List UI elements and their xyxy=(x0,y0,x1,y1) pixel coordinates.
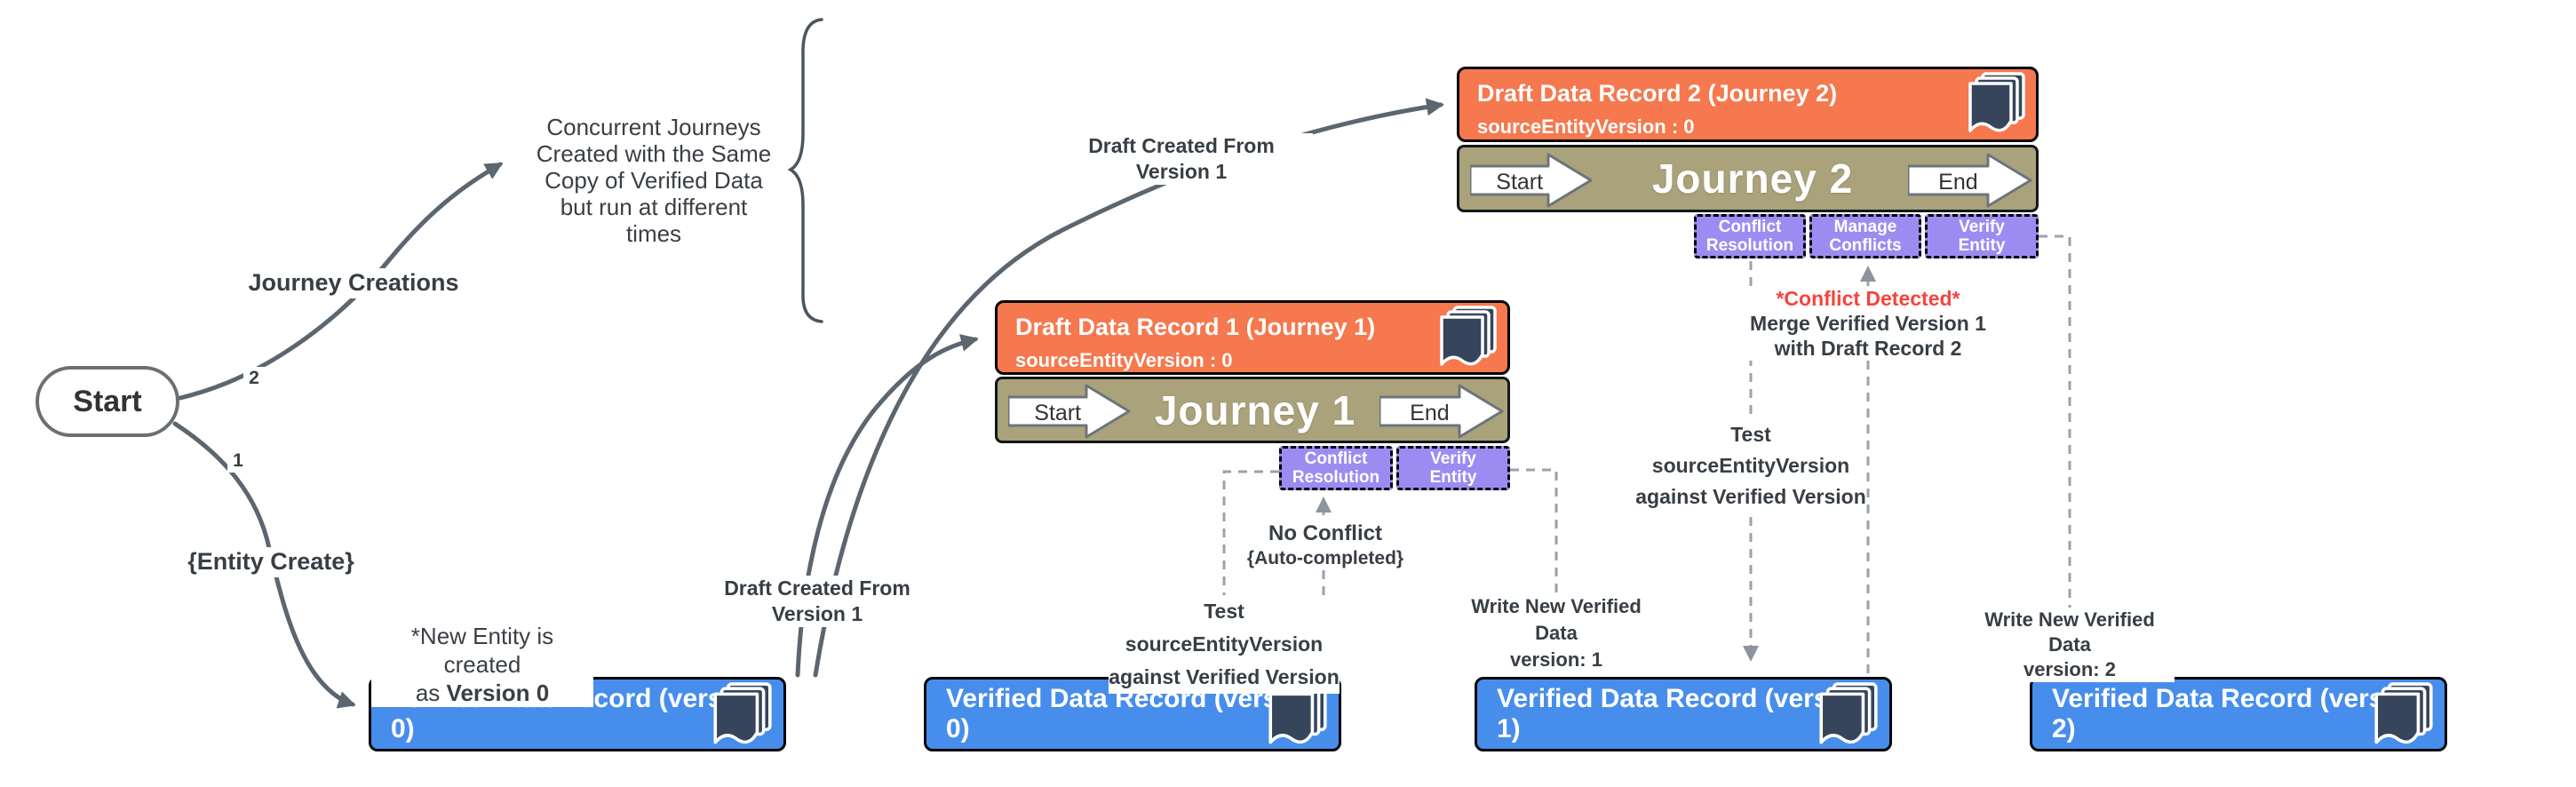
journey-1-step-verify-entity: Verify Entity xyxy=(1396,446,1510,490)
journey-1-end-arrow: End xyxy=(1378,384,1504,443)
conflict-detected-text: *Conflict Detected* xyxy=(1776,287,1960,310)
document-stack-icon xyxy=(713,682,772,744)
edge-label-draft-created-j2: Draft Created From Version 1 xyxy=(1050,133,1313,185)
connector-write-v2 xyxy=(2039,235,2078,662)
journey-1-start-arrow: Start xyxy=(1006,384,1131,443)
document-stack-icon xyxy=(1440,306,1497,366)
note-concurrent-journeys: Concurrent Journeys Created with the Sam… xyxy=(521,114,787,247)
journey-2-step-verify-entity: Verify Entity xyxy=(1925,214,2039,258)
journey-2-bar: Start Journey 2 End xyxy=(1457,145,2039,212)
note-new-entity: *New Entity is created as Version 0 xyxy=(371,622,593,707)
draft-record-2-title: Draft Data Record 2 (Journey 2) xyxy=(1477,80,1838,107)
draft-record-2-attribute: sourceEntityVersion : 0 xyxy=(1477,115,1695,138)
start-node: Start xyxy=(36,366,179,437)
edge-label-draft-created-j1: Draft Created From Version 1 xyxy=(686,576,949,627)
label-write-version-2: Write New Verified Data version: 2 xyxy=(1965,608,2174,682)
edge-number-2: 2 xyxy=(243,367,265,391)
draft-record-1-title: Draft Data Record 1 (Journey 1) xyxy=(1015,314,1376,340)
journey-2-end-arrow: End xyxy=(1906,153,2032,212)
draft-record-1-attribute: sourceEntityVersion : 0 xyxy=(1015,349,1233,371)
start-node-label: Start xyxy=(73,384,142,418)
label-conflict-detected: *Conflict Detected* Merge Verified Versi… xyxy=(1748,286,1988,361)
journey-1-end-label: End xyxy=(1410,401,1450,425)
curly-brace xyxy=(787,18,823,323)
document-stack-icon xyxy=(1268,682,1327,744)
document-stack-icon xyxy=(1968,72,2025,132)
document-stack-icon xyxy=(2374,682,2433,744)
journey-2-start-arrow: Start xyxy=(1468,153,1593,212)
verified-record-v2: Verified Data Record (version 2) xyxy=(2030,677,2447,751)
label-no-conflict: No Conflict {Auto-completed} xyxy=(1236,521,1414,571)
edge-number-1: 1 xyxy=(227,449,249,473)
journey-1-step-conflict-resolution: Conflict Resolution xyxy=(1279,446,1393,490)
journey-2-step-manage-conflicts: Manage Conflicts xyxy=(1809,214,1921,258)
verified-record-v1: Verified Data Record (version 1) xyxy=(1475,677,1892,751)
note-new-entity-line2: as Version 0 xyxy=(415,680,550,706)
label-test-source-j2: Test sourceEntityVersion against Verifie… xyxy=(1635,419,1866,513)
draft-record-1-box: Draft Data Record 1 (Journey 1) sourceEn… xyxy=(995,300,1510,375)
label-test-source-j1: Test sourceEntityVersion against Verifie… xyxy=(1109,595,1340,694)
edge-label-journey-creations: Journey Creations xyxy=(247,268,460,298)
journey-2-name: Journey 2 xyxy=(1651,155,1854,202)
journey-2-step-conflict-resolution: Conflict Resolution xyxy=(1694,214,1806,258)
journey-1-bar: Start Journey 1 End xyxy=(995,377,1510,443)
document-stack-icon xyxy=(1819,682,1878,744)
journey-1-name: Journey 1 xyxy=(1154,386,1356,433)
note-new-entity-line1: *New Entity is created xyxy=(410,623,554,678)
journey-1-start-label: Start xyxy=(1034,401,1082,425)
edge-label-entity-create: {Entity Create} xyxy=(164,547,378,577)
draft-record-2-box: Draft Data Record 2 (Journey 2) sourceEn… xyxy=(1457,67,2039,142)
journey-2-end-label: End xyxy=(1938,170,1978,195)
label-write-version-1: Write New Verified Data version: 1 xyxy=(1450,593,1663,673)
journey-2-start-label: Start xyxy=(1496,170,1544,195)
edge-verified-to-draft2 xyxy=(813,98,1444,678)
